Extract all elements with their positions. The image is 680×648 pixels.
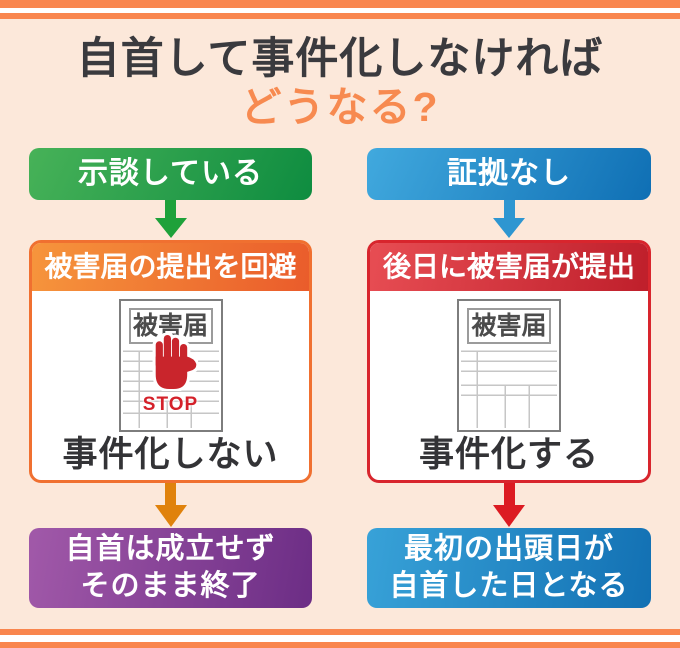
flow-column-settlement: 示談している 被害届の提出を回避 被害届 — [29, 0, 312, 648]
card-title-avoid-report: 被害届の提出を回避 — [32, 243, 309, 291]
top-border-bar — [0, 0, 680, 8]
document-title-label: 被害届 — [467, 308, 551, 344]
condition-box-no-evidence: 証拠なし — [367, 148, 651, 200]
result-label-no-case: 事件化しない — [62, 435, 279, 474]
damage-report-document-icon: 被害届 — [118, 299, 223, 432]
outcome-text-line: そのまま終了 — [80, 570, 261, 602]
down-arrow-icon — [154, 483, 187, 527]
page-title: 自首して事件化しなければ — [76, 35, 604, 83]
flow-column-no-evidence: 証拠なし 後日に被害届が提出 被害届 — [367, 0, 651, 648]
outcome-box-surrender-date: 最初の出頭日が 自首した日となる — [367, 528, 651, 608]
outcome-text-line: 自首した日となる — [389, 570, 629, 602]
down-arrow-icon — [154, 200, 187, 238]
page-title-accent: どうなる? — [240, 84, 440, 130]
down-arrow-icon — [493, 200, 525, 238]
card-case-filed: 後日に被害届が提出 被害届 事件化する — [367, 240, 651, 483]
result-label-case-filed: 事件化する — [418, 435, 599, 474]
top-border-thin-stripe — [0, 13, 680, 19]
stop-label: STOP — [142, 394, 199, 415]
condition-box-settlement: 示談している — [29, 148, 312, 200]
top-border-white-stripe — [0, 8, 680, 13]
bottom-border-white-stripe — [0, 635, 680, 642]
damage-report-document-icon: 被害届 — [457, 299, 561, 432]
stop-hand-icon: STOP — [143, 333, 199, 414]
bottom-border-bar — [0, 642, 680, 648]
outcome-text-line: 最初の出頭日が — [403, 533, 614, 565]
document-form-lines — [461, 350, 557, 428]
bottom-border-thin-stripe — [0, 629, 680, 635]
card-no-case: 被害届の提出を回避 被害届 — [29, 240, 312, 483]
outcome-text-line: 自首は成立せず — [65, 533, 276, 565]
outcome-box-surrender-fails: 自首は成立せず そのまま終了 — [29, 528, 312, 608]
down-arrow-icon — [493, 483, 525, 527]
card-title-report-filed: 後日に被害届が提出 — [370, 243, 648, 291]
